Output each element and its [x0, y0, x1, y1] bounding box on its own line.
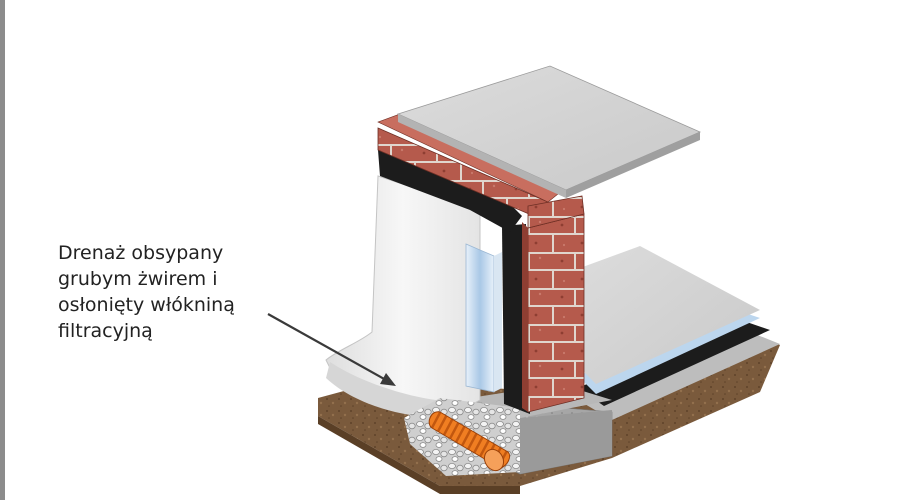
floor-slab-top	[578, 246, 760, 384]
wall-insulation	[465, 243, 495, 393]
soil-front-edge	[318, 416, 520, 494]
caption-line-1: Drenaż obsypany	[58, 242, 224, 264]
brick-corner	[527, 195, 585, 229]
brick-column-side	[522, 222, 528, 412]
ceiling-slab-edge	[566, 132, 700, 198]
upper-membrane	[378, 150, 522, 232]
footing-side	[520, 410, 612, 474]
brick-column-front	[527, 213, 585, 413]
left-border	[0, 0, 5, 500]
floor-membrane	[578, 318, 770, 406]
callout-arrow	[267, 313, 396, 386]
caption-line-2: grubym żwirem i	[58, 268, 218, 290]
ceiling-slab-front-edge	[398, 114, 566, 198]
insulation-side	[494, 252, 502, 392]
drainage-caption: Drenaż obsypany grubym żwirem i osłonięt…	[58, 240, 298, 344]
floor-base-layer	[578, 328, 780, 420]
drain-pipe	[428, 411, 511, 472]
caption-line-3: osłonięty włókniną	[58, 294, 235, 316]
caption-line-4: filtracyjną	[58, 320, 153, 342]
